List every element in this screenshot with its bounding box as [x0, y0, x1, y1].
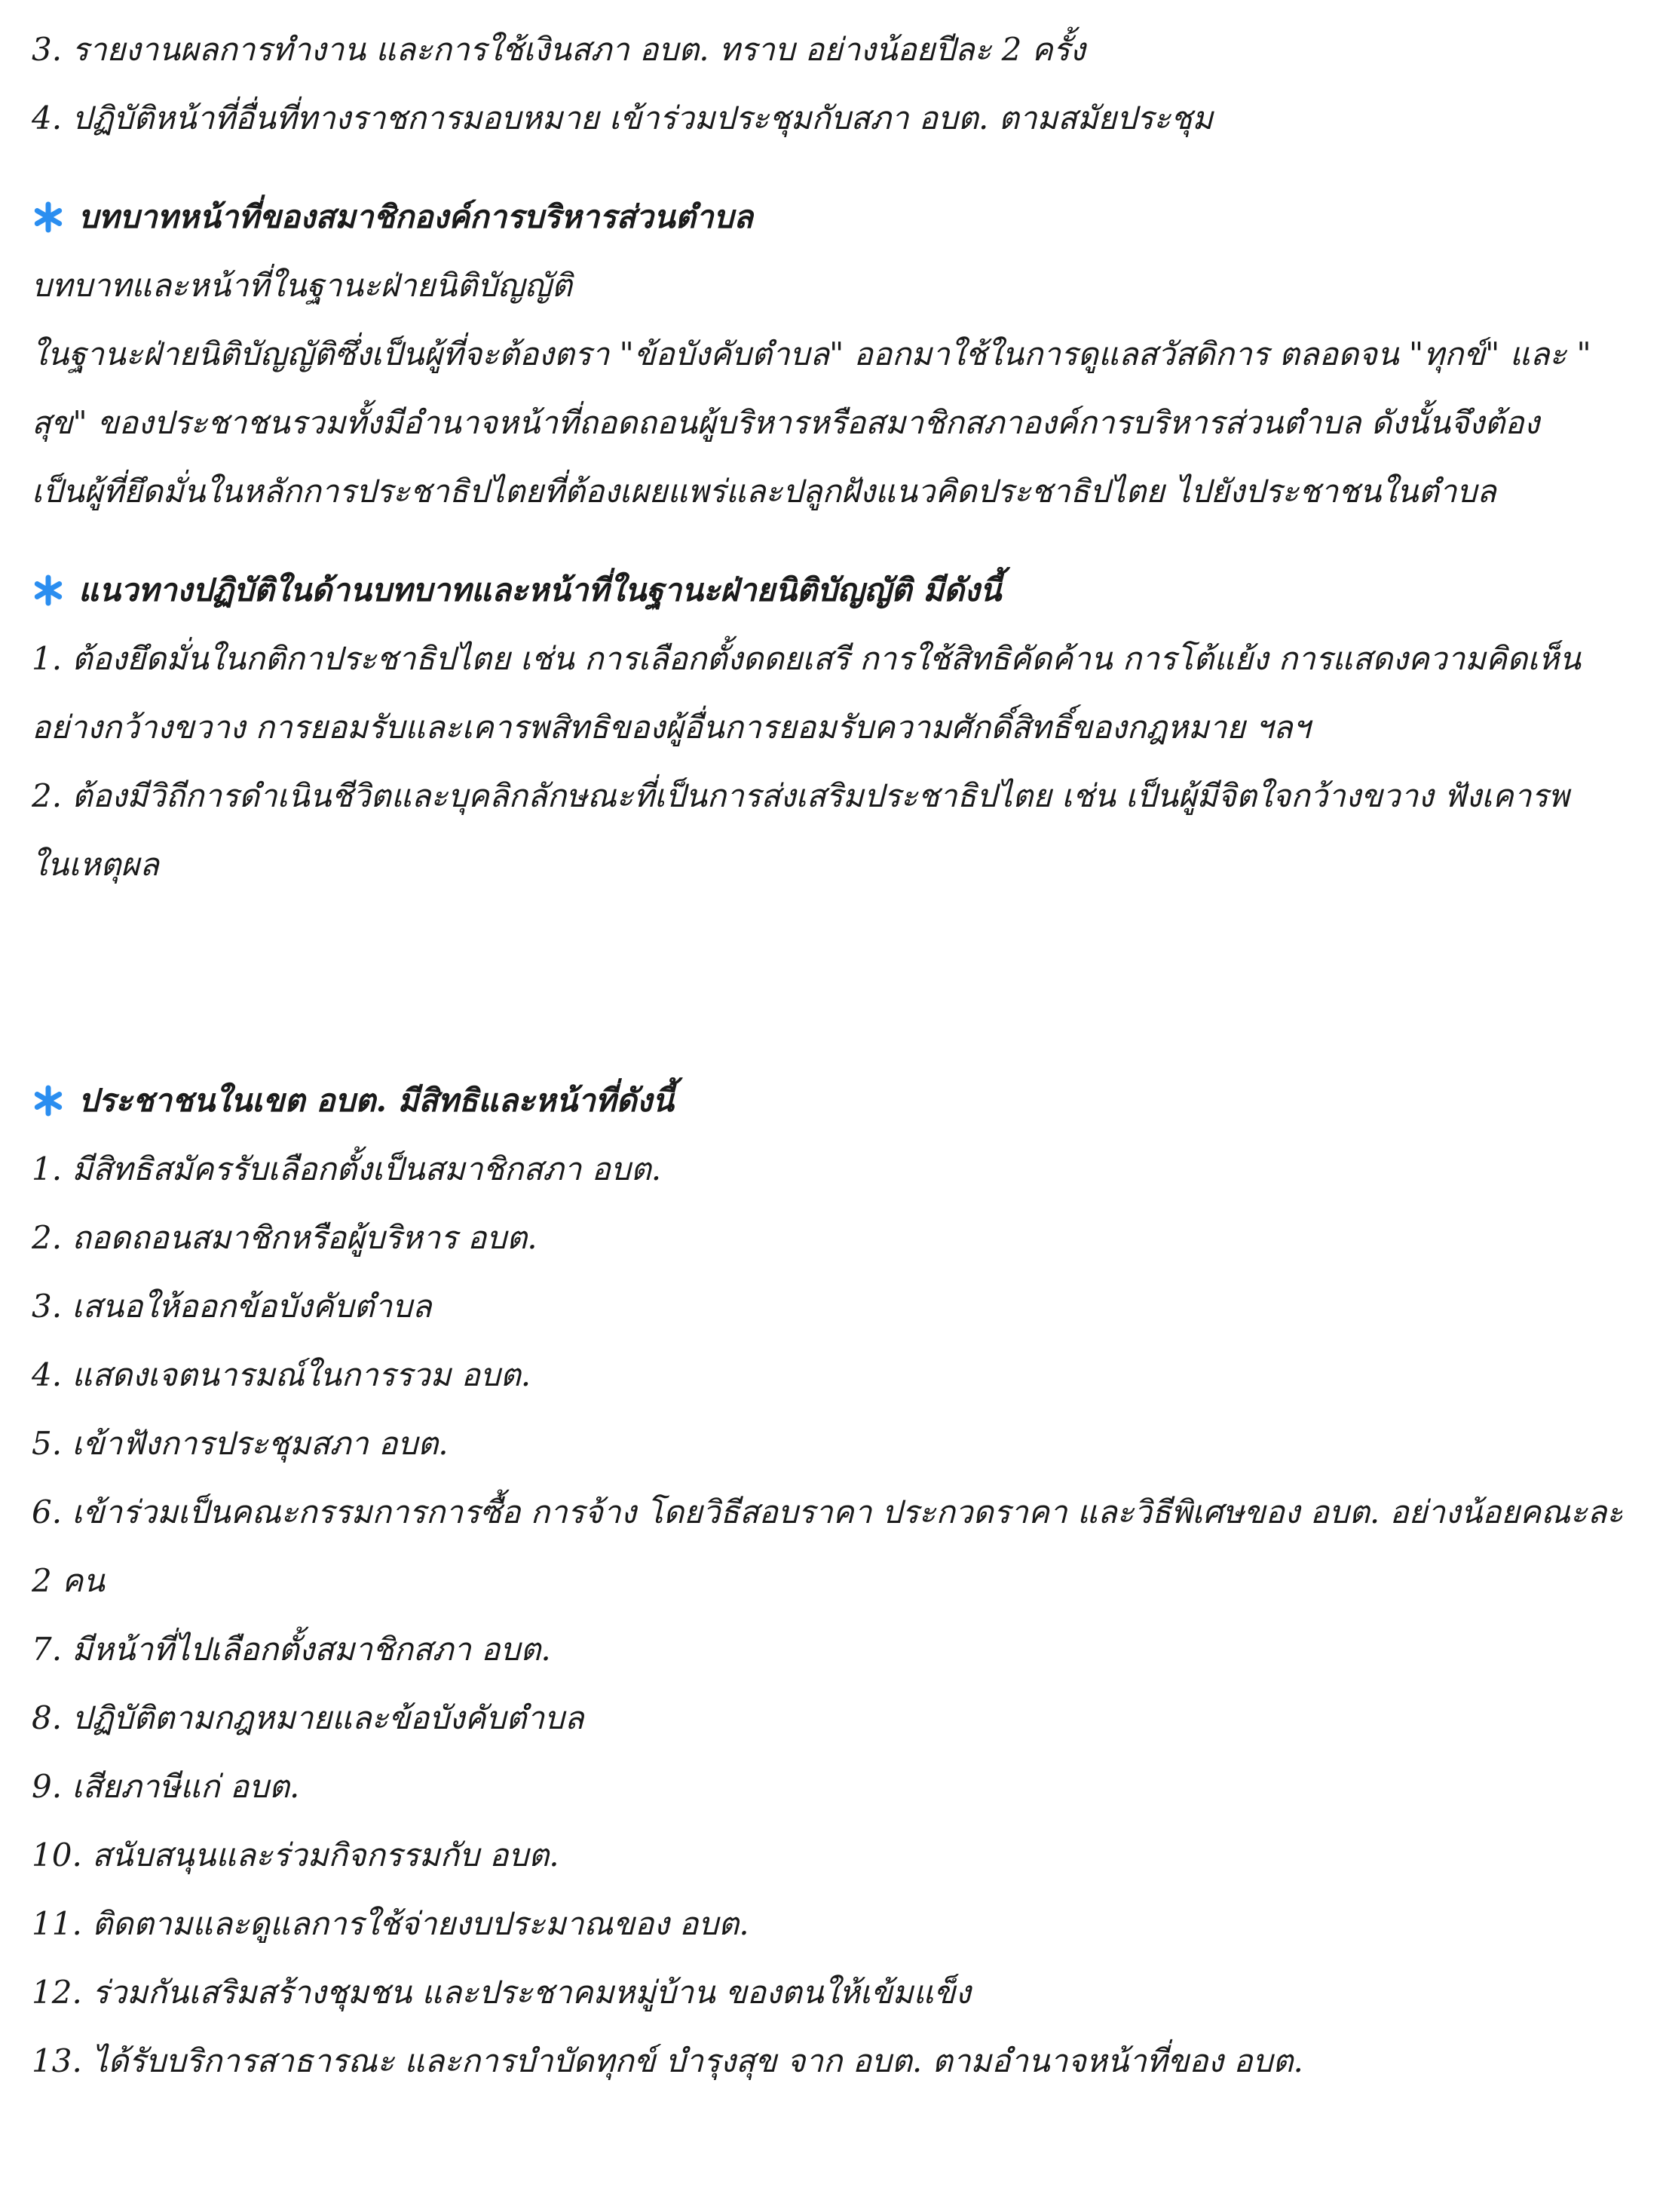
- list-item: 2. ถอดถอนสมาชิกหรือผู้บริหาร อบต.: [32, 1219, 537, 1256]
- section-heading: ประชาชนในเขต อบต. มีสิทธิและหน้าที่ดังนี…: [32, 1066, 1622, 1135]
- section-heading-text: ประชาชนในเขต อบต. มีสิทธิและหน้าที่ดังนี…: [78, 1082, 674, 1119]
- section-guidelines: แนวทางปฏิบัติในด้านบทบาทและหน้าที่ในฐานะ…: [32, 556, 1622, 899]
- section-heading-text: แนวทางปฏิบัติในด้านบทบาทและหน้าที่ในฐานะ…: [78, 571, 1002, 608]
- list-item: 13. ได้รับบริการสาธารณะ และการบำบัดทุกข์…: [32, 2042, 1303, 2079]
- paragraph-line: 1. ต้องยึดมั่นในกติกาประชาธิปไตย เช่น กา…: [32, 640, 1581, 677]
- asterisk-bullet-icon: [32, 201, 65, 234]
- section-citizens: ประชาชนในเขต อบต. มีสิทธิและหน้าที่ดังนี…: [32, 1066, 1622, 2095]
- paragraph-line: เป็นผู้ที่ยึดมั่นในหลักการประชาธิปไตยที่…: [32, 473, 1496, 510]
- list-item: 9. เสียภาษีแก่ อบต.: [32, 1768, 300, 1805]
- paragraph-line: ในเหตุผล: [32, 846, 159, 883]
- intro-line: 3. รายงานผลการทำงาน และการใช้เงินสภา อบต…: [32, 31, 1086, 68]
- list-item: 10. สนับสนุนและร่วมกิจกรรมกับ อบต.: [32, 1837, 559, 1873]
- list-item: 7. มีหน้าที่ไปเลือกตั้งสมาชิกสภา อบต.: [32, 1631, 551, 1668]
- section-roles: บทบาทหน้าที่ของสมาชิกองค์การบริหารส่วนตำ…: [32, 182, 1622, 525]
- paragraph-line: ในฐานะฝ่ายนิติบัญญัติซึ่งเป็นผู้ที่จะต้อ…: [32, 335, 1591, 372]
- list-item: 3. เสนอให้ออกข้อบังคับตำบล: [32, 1288, 432, 1325]
- list-item: 4. แสดงเจตนารมณ์ในการรวม อบต.: [32, 1356, 531, 1393]
- paragraph-line: บทบาทและหน้าที่ในฐานะฝ่ายนิติบัญญัติ: [32, 267, 572, 304]
- list-item: 12. ร่วมกันเสริมสร้างชุมชน และประชาคมหมู…: [32, 1974, 971, 2011]
- intro-block: 3. รายงานผลการทำงาน และการใช้เงินสภา อบต…: [32, 15, 1622, 152]
- asterisk-bullet-icon: [32, 1084, 65, 1117]
- list-item: 5. เข้าฟังการประชุมสภา อบต.: [32, 1425, 449, 1462]
- document-page: 3. รายงานผลการทำงาน และการใช้เงินสภา อบต…: [32, 15, 1622, 2095]
- list-item: 6. เข้าร่วมเป็นคณะกรรมการการซื้อ การจ้าง…: [32, 1494, 1622, 1530]
- list-item: 2 คน: [32, 1562, 105, 1599]
- asterisk-bullet-icon: [32, 574, 65, 607]
- list-item: 1. มีสิทธิสมัครรับเลือกตั้งเป็นสมาชิกสภา…: [32, 1150, 662, 1187]
- list-item: 11. ติดตามและดูแลการใช้จ่ายงบประมาณของ อ…: [32, 1905, 749, 1942]
- paragraph-line: 2. ต้องมีวิถีการดำเนินชีวิตและบุคลิกลักษ…: [32, 777, 1570, 814]
- section-heading: บทบาทหน้าที่ของสมาชิกองค์การบริหารส่วนตำ…: [32, 182, 1622, 251]
- section-heading: แนวทางปฏิบัติในด้านบทบาทและหน้าที่ในฐานะ…: [32, 556, 1622, 624]
- paragraph-line: อย่างกว้างขวาง การยอมรับและเคารพสิทธิของ…: [32, 709, 1311, 746]
- section-heading-text: บทบาทหน้าที่ของสมาชิกองค์การบริหารส่วนตำ…: [78, 198, 753, 235]
- paragraph-line: สุข" ของประชาชนรวมทั้งมีอำนาจหน้าที่ถอดถ…: [32, 404, 1540, 441]
- intro-line: 4. ปฏิบัติหน้าที่อื่นที่ทางราชการมอบหมาย…: [32, 100, 1214, 136]
- list-item: 8. ปฏิบัติตามกฎหมายและข้อบังคับตำบล: [32, 1699, 584, 1736]
